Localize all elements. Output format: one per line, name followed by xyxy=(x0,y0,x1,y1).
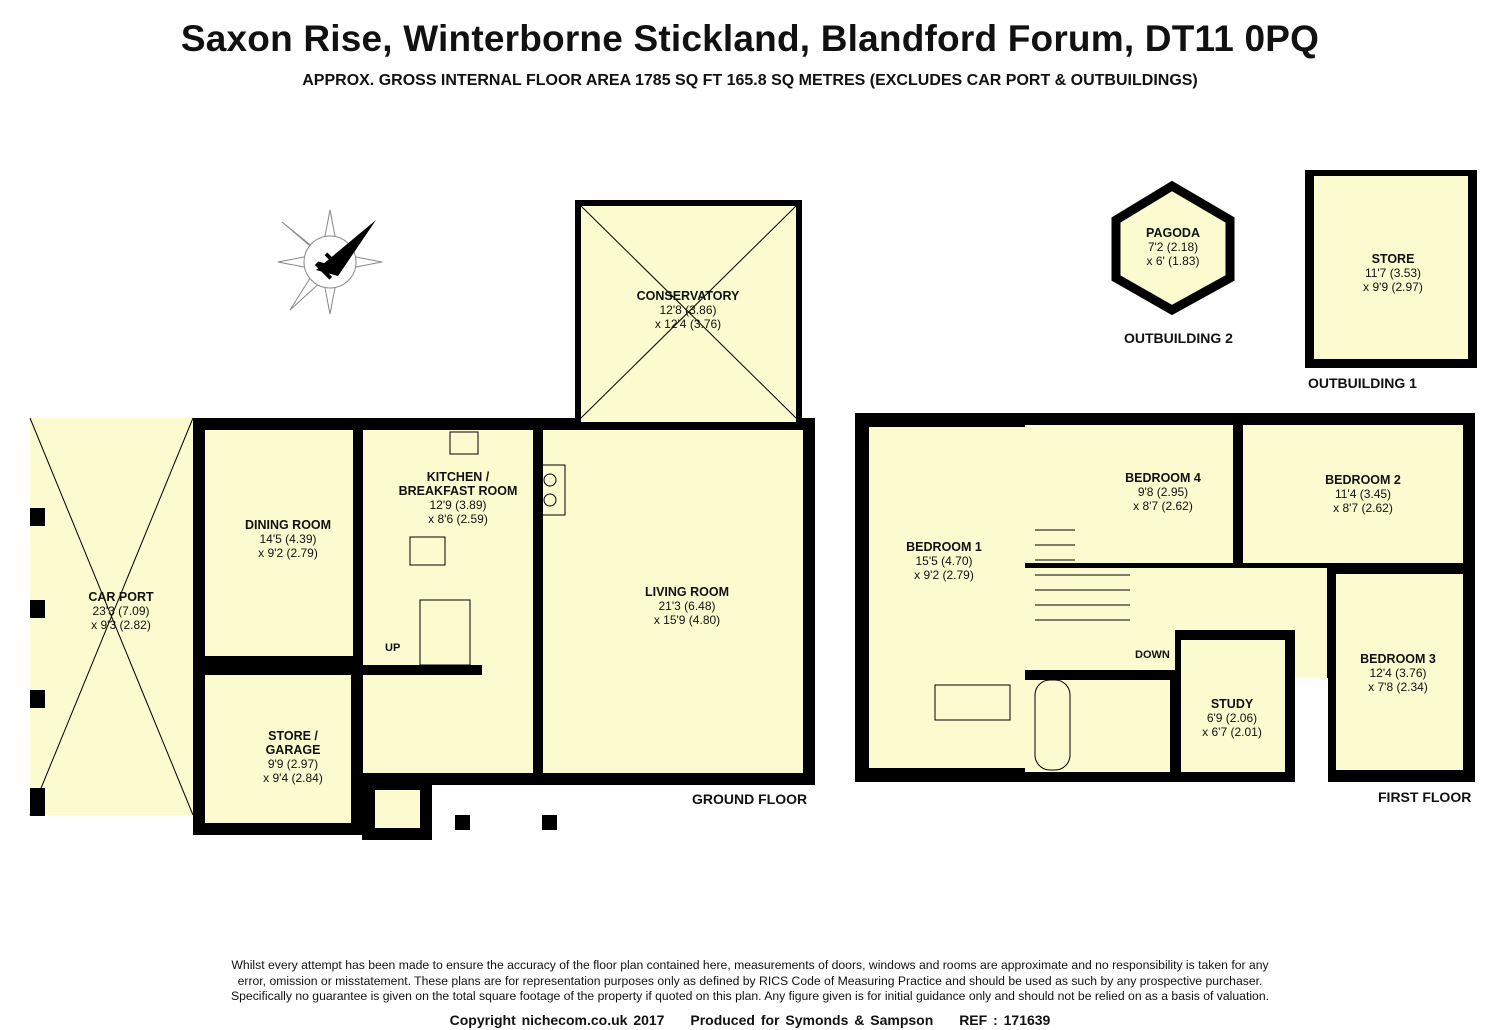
wall-block xyxy=(455,815,470,830)
hallway xyxy=(355,568,545,785)
bathroom xyxy=(1025,670,1180,782)
copyright: Copyright nichecom.co.uk 2017 xyxy=(449,1012,665,1028)
stairs-up-label: UP xyxy=(385,642,401,654)
outbuilding-2-label: OUTBUILDING 2 xyxy=(1124,330,1233,346)
disclaimer-line: error, omission or misstatement. These p… xyxy=(237,973,1263,988)
svg-text:N: N xyxy=(310,247,349,286)
wall-block xyxy=(30,690,45,708)
outbuilding-1-label: OUTBUILDING 1 xyxy=(1308,375,1417,391)
wall-block xyxy=(30,788,45,816)
stairs-down-label: DOWN xyxy=(1135,649,1170,661)
copyright-line: Copyright nichecom.co.uk 2017 Produced f… xyxy=(0,1012,1500,1028)
disclaimer-line: Whilst every attempt has been made to en… xyxy=(231,958,1269,972)
wall-block xyxy=(30,600,45,618)
store-garage xyxy=(193,663,363,835)
ground-floor-label: GROUND FLOOR xyxy=(692,791,808,807)
stair-wall xyxy=(362,665,482,675)
wall-block xyxy=(30,508,45,526)
property-address-title: Saxon Rise, Winterborne Stickland, Bland… xyxy=(180,18,1320,59)
reference: REF : 171639 xyxy=(959,1012,1051,1028)
wall-block xyxy=(542,815,557,830)
bedroom-1 xyxy=(855,413,1035,782)
porch-cupboard xyxy=(375,790,420,828)
floor-area-subtitle: APPROX. GROSS INTERNAL FLOOR AREA 1785 S… xyxy=(302,72,1198,89)
outbuilding-store xyxy=(1305,170,1477,368)
first-floor-label: FIRST FLOOR xyxy=(1378,789,1472,805)
disclaimer: Whilst every attempt has been made to en… xyxy=(0,958,1500,1005)
study xyxy=(1175,630,1295,782)
bedroom-3 xyxy=(1328,568,1475,782)
living-room xyxy=(533,418,815,785)
produced-for: Produced for Symonds & Sampson xyxy=(690,1012,934,1028)
disclaimer-line: Specifically no guarantee is given on th… xyxy=(231,989,1269,1003)
